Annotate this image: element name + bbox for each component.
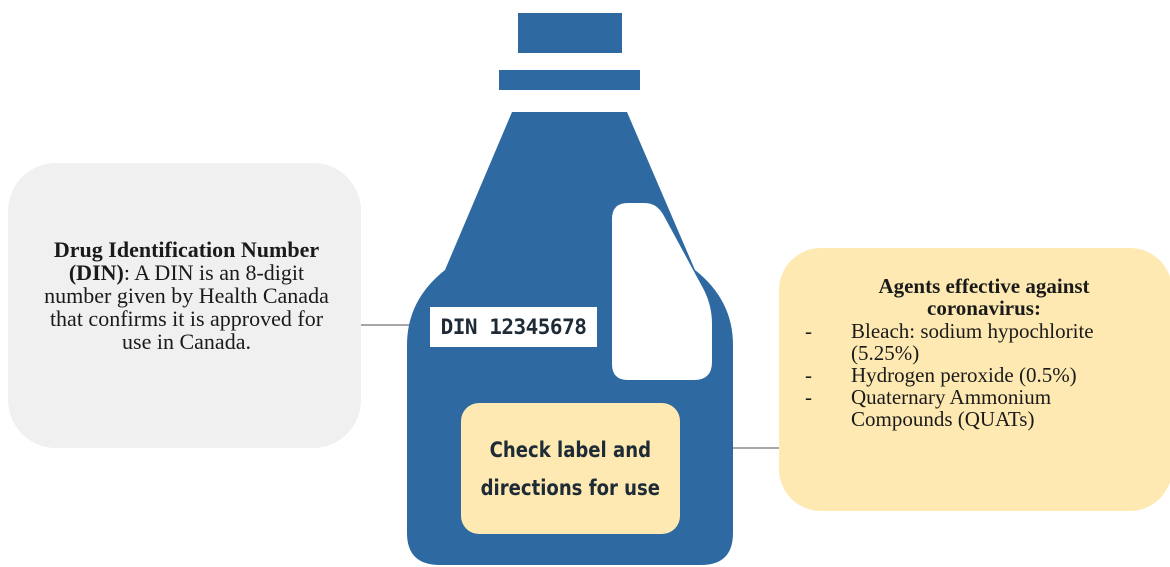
check-label-line-2: directions for use (480, 475, 661, 500)
list-item: - Quaternary Ammonium Compounds (QUATs) (805, 386, 1141, 430)
agents-callout: Agents effective against coronavirus: - B… (779, 248, 1170, 511)
din-label: DIN 12345678 (430, 307, 597, 347)
bullet-dash: - (805, 363, 812, 387)
agent-item-text: Quaternary Ammonium Compounds (QUATs) (851, 385, 1052, 431)
bullet-dash: - (805, 319, 812, 343)
list-item: - Bleach: sodium hypochlorite (5.25%) (805, 320, 1141, 364)
agents-callout-title: Agents effective against coronavirus: (878, 274, 1090, 320)
check-label-box: Check label and directions for use (461, 403, 680, 534)
bottle-handle-cutout (612, 203, 712, 380)
bottle-cap-ring (499, 70, 640, 90)
bullet-dash: - (805, 385, 812, 409)
list-item: - Hydrogen peroxide (0.5%) (805, 364, 1141, 386)
check-label-line-1: Check label and (489, 437, 652, 462)
agents-list: - Bleach: sodium hypochlorite (5.25%) - Hy… (805, 320, 1141, 430)
din-callout: Drug Identification Number (DIN): A DIN … (8, 163, 361, 448)
bottle-cap (518, 13, 622, 53)
din-callout-text: Drug Identification Number (DIN): A DIN … (42, 238, 332, 353)
agent-item-text: Hydrogen peroxide (0.5%) (851, 363, 1077, 387)
agent-item-text: Bleach: sodium hypochlorite (5.25%) (851, 319, 1094, 365)
check-label-text: Check label and directions for use (481, 431, 660, 507)
din-definition: : A DIN is an 8-digit number given by He… (44, 260, 329, 354)
din-term: Drug Identification Number (DIN) (53, 237, 320, 285)
